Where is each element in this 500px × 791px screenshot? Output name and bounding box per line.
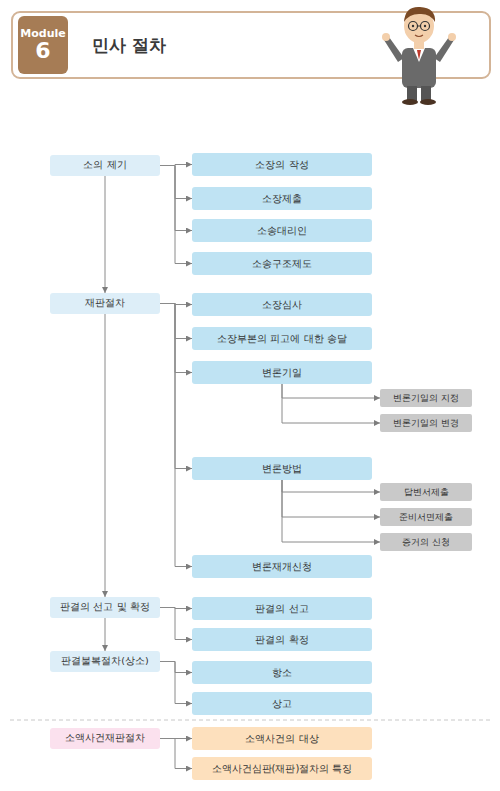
stage-box: 소의 제기	[50, 155, 160, 176]
connector-arrow	[160, 608, 192, 640]
connector-arrow	[105, 176, 106, 293]
node-label: 항소	[272, 667, 292, 679]
process-box: 판결의 확정	[192, 628, 372, 651]
node-label: 판결불복절차(상소)	[61, 656, 148, 667]
detail-box: 증거의 신청	[380, 533, 472, 551]
connector-arrow	[160, 304, 192, 469]
module-badge: Module6	[18, 16, 68, 74]
connector-arrow	[282, 480, 380, 517]
stage-box: 재판절차	[50, 293, 160, 314]
separator-line	[10, 720, 490, 721]
node-label: 답변서제출	[404, 487, 449, 497]
node-label: 변론기일의 지정	[393, 393, 459, 403]
connector-arrow	[282, 384, 380, 398]
node-label: 소장심사	[262, 299, 302, 311]
node-label: 소송대리인	[257, 225, 307, 237]
node-label: Module	[20, 28, 65, 41]
stage-box: 소액사건재판절차	[50, 728, 160, 749]
page-title: 민사 절차	[92, 34, 166, 57]
node-label: 소송구조제도	[252, 258, 312, 270]
stage-box: 판결의 선고 및 확정	[50, 597, 160, 618]
node-label: 소의 제기	[83, 160, 126, 171]
process-box: 소액사건심판(재판)절차의 특징	[192, 757, 372, 780]
connector-arrow	[105, 618, 106, 651]
detail-box: 준비서면제출	[380, 508, 472, 526]
process-box: 소장제출	[192, 187, 372, 210]
connector-arrow	[105, 314, 106, 597]
connector-arrow	[160, 304, 192, 373]
node-label: 판결의 확정	[255, 634, 308, 646]
process-box: 변론방법	[192, 457, 372, 480]
node-label: 상고	[272, 698, 292, 710]
cartoon-man	[382, 7, 456, 105]
detail-box: 답변서제출	[380, 483, 472, 501]
connector-arrow	[160, 166, 192, 199]
node-label: 판결의 선고 및 확정	[60, 602, 149, 613]
process-box: 소액사건의 대상	[192, 727, 372, 750]
node-label: 변론기일	[262, 367, 302, 379]
node-label: 판결의 선고	[255, 603, 308, 615]
connector-arrow	[282, 480, 380, 542]
node-label: 변론방법	[262, 463, 302, 475]
node-label: 변론기일의 변경	[393, 418, 459, 428]
connector-arrow	[160, 166, 192, 264]
connector-arrow	[160, 662, 192, 704]
node-label: 준비서면제출	[399, 512, 453, 522]
stage-box: 판결불복절차(상소)	[50, 651, 160, 672]
process-box: 판결의 선고	[192, 597, 372, 620]
connector-arrow	[160, 739, 192, 769]
node-label: 소액사건의 대상	[245, 733, 318, 745]
node-label: 소액사건재판절차	[65, 733, 145, 744]
process-box: 소송대리인	[192, 219, 372, 242]
process-box: 변론재개신청	[192, 555, 372, 578]
connector-arrow	[282, 480, 380, 492]
detail-box: 변론기일의 지정	[380, 389, 472, 407]
process-box: 소장의 작성	[192, 153, 372, 176]
node-label: 재판절차	[85, 298, 125, 309]
node-label: 증거의 신청	[402, 537, 450, 547]
process-box: 소송구조제도	[192, 252, 372, 275]
node-label: 변론재개신청	[252, 561, 312, 573]
process-box: 상고	[192, 692, 372, 715]
process-box: 항소	[192, 661, 372, 684]
node-label: 6	[35, 40, 50, 62]
node-label: 소장제출	[262, 193, 302, 205]
connector-arrow	[160, 166, 192, 231]
connector-arrow	[160, 304, 192, 339]
process-box: 변론기일	[192, 361, 372, 384]
connector-arrow	[160, 304, 192, 567]
node-label: 소장부본의 피고에 대한 송달	[217, 333, 347, 345]
node-label: 소장의 작성	[255, 159, 308, 171]
detail-box: 변론기일의 변경	[380, 414, 472, 432]
connector-arrow	[282, 384, 380, 423]
node-label: 소액사건심판(재판)절차의 특징	[212, 763, 353, 775]
process-box: 소장부본의 피고에 대한 송달	[192, 327, 372, 350]
connector-arrow	[160, 662, 192, 673]
process-box: 소장심사	[192, 293, 372, 316]
